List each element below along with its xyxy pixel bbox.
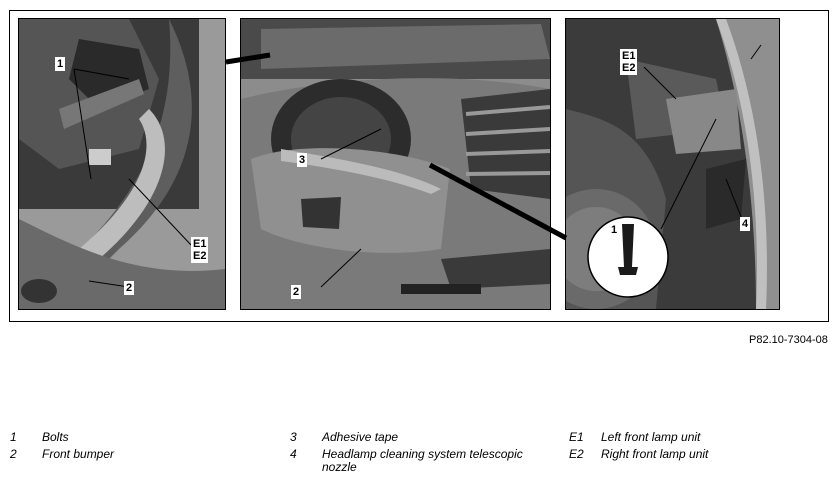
wheel-arch-photo: [566, 19, 779, 309]
legend-text: Right front lamp unit: [601, 447, 709, 461]
callout-1-bolt: 1: [609, 223, 620, 237]
photo-panel-right: E1 E2 2 4 1: [565, 18, 780, 310]
legend-key: E2: [569, 447, 584, 461]
legend-key: E1: [569, 430, 584, 444]
legend-item: 3 Adhesive tape: [290, 431, 545, 444]
legend-item: E2 Right front lamp unit: [569, 448, 829, 461]
engine-bay-photo: [19, 19, 225, 309]
legend-key: 1: [10, 430, 17, 444]
callout-2-bumper: 2: [124, 281, 135, 295]
legend-item: 4 Headlamp cleaning system telescopic no…: [290, 448, 545, 474]
legend-item: 1 Bolts: [10, 431, 280, 444]
legend-text: Headlamp cleaning system telescopic nozz…: [322, 447, 523, 474]
legend-text: Bolts: [42, 430, 69, 444]
callout-e1-e2-lamps: E1 E2: [191, 237, 209, 263]
figure-frame: [9, 10, 829, 322]
legend-item: 2 Front bumper: [10, 448, 280, 461]
callout-2-bumper: 2: [291, 285, 302, 299]
legend-item: E1 Left front lamp unit: [569, 431, 829, 444]
legend-column-1: 1 Bolts 2 Front bumper: [10, 431, 280, 465]
legend-text: Left front lamp unit: [601, 430, 701, 444]
callout-3-adhesive-tape: 3: [297, 153, 308, 167]
figure-code: P82.10-7304-08: [749, 334, 828, 346]
callout-e1-e2-lamps: E1 E2: [620, 49, 638, 75]
legend-key: 3: [290, 430, 297, 444]
legend-text: Adhesive tape: [322, 430, 399, 444]
front-bumper-photo: [241, 19, 550, 309]
legend-column-2: 3 Adhesive tape 4 Headlamp cleaning syst…: [290, 431, 545, 478]
photo-panel-left: 1 2 E1 E2: [18, 18, 226, 310]
legend-text: Front bumper: [42, 447, 115, 461]
callout-4-nozzle: 4: [740, 217, 751, 231]
callout-1-bolts: 1: [55, 57, 66, 71]
legend-key: 2: [10, 447, 17, 461]
legend-column-3: E1 Left front lamp unit E2 Right front l…: [569, 431, 829, 465]
photo-panel-middle: 3 2: [240, 18, 551, 310]
legend-key: 4: [290, 447, 297, 461]
